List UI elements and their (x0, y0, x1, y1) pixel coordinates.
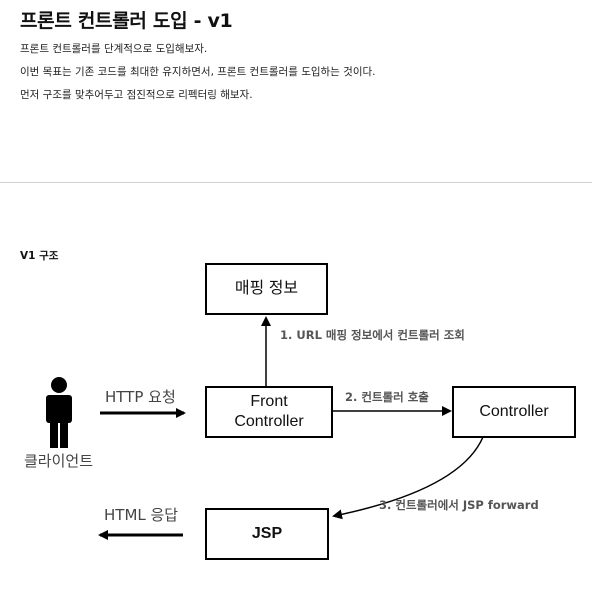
client-person-icon (46, 377, 72, 448)
intro-paragraph-2: 이번 목표는 기존 코드를 최대한 유지하면서, 프론트 컨트롤러를 도입하는 … (20, 66, 376, 78)
section-label: V1 구조 (20, 250, 59, 262)
section-divider (0, 182, 592, 183)
controller-label: Controller (479, 403, 549, 420)
step1-label: 1. URL 매핑 정보에서 컨트롤러 조회 (280, 328, 465, 342)
step2-label: 2. 컨트롤러 호출 (345, 390, 429, 404)
mapping-info-box: 매핑 정보 (205, 263, 328, 315)
html-response-label: HTML 응답 (104, 506, 179, 524)
controller-box: Controller (452, 386, 576, 438)
step3-label: 3. 컨트롤러에서 JSP forward (379, 498, 539, 512)
front-controller-label: Front Controller (234, 393, 304, 430)
client-label: 클라이언트 (24, 452, 94, 470)
front-controller-box: Front Controller (205, 386, 333, 438)
intro-paragraph-1: 프론트 컨트롤러를 단계적으로 도입해보자. (20, 43, 208, 55)
step3-arrow (332, 436, 484, 520)
http-request-label: HTTP 요청 (105, 388, 176, 406)
mapping-info-label: 매핑 정보 (234, 280, 299, 297)
intro-paragraph-3: 먼저 구조를 맞추어두고 점진적으로 리펙터링 해보자. (20, 89, 253, 101)
jsp-box: JSP (205, 508, 329, 560)
page-title: 프론트 컨트롤러 도입 - v1 (20, 10, 233, 32)
jsp-label: JSP (251, 525, 283, 542)
